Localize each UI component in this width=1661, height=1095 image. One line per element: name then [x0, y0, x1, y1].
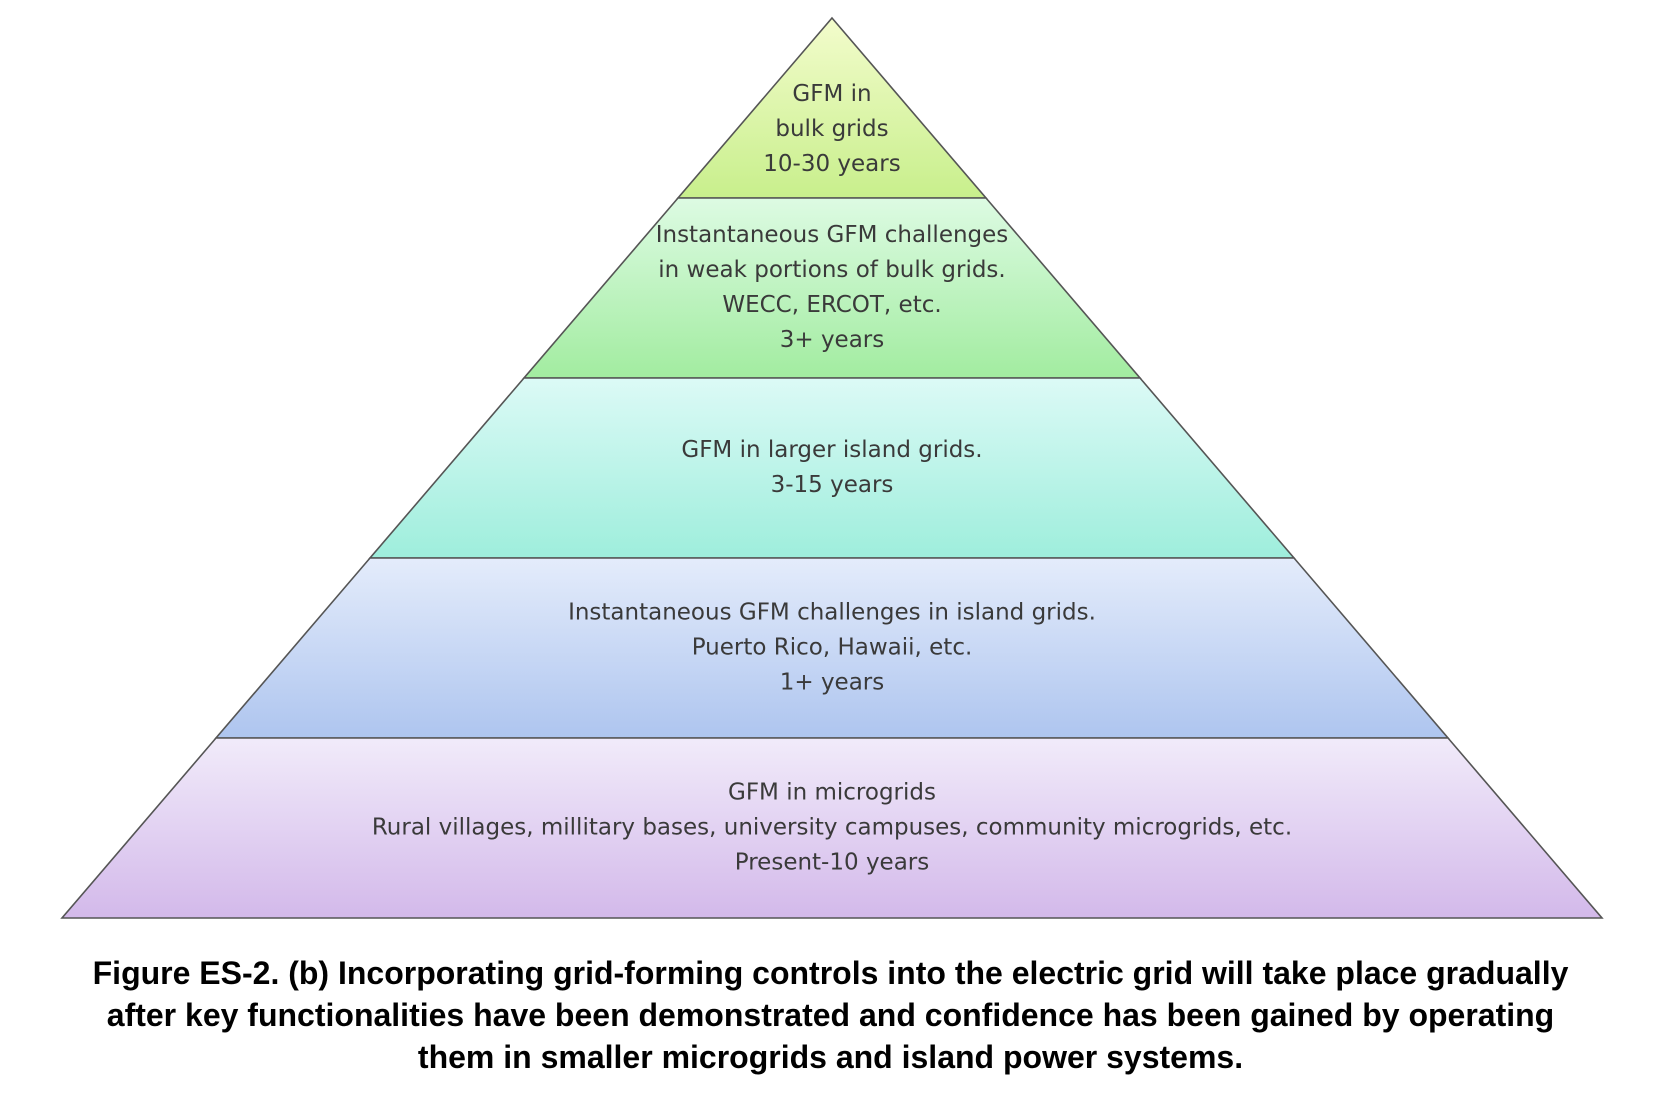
tier-microgrids-text-1: GFM in microgrids — [728, 780, 936, 806]
tier-bulk-grids-text-2: bulk grids — [775, 116, 888, 142]
tier-island-grids-text-2: Puerto Rico, Hawaii, etc. — [692, 635, 973, 661]
tier-larger-island-grids-text-1: GFM in larger island grids. — [681, 437, 982, 463]
caption-line-3: them in smaller microgrids and island po… — [417, 1039, 1244, 1075]
caption-line-1: Figure ES-2. (b) Incorporating grid-form… — [92, 955, 1569, 991]
tier-microgrids-text-2: Rural villages, millitary bases, univers… — [372, 815, 1292, 841]
tier-larger-island-grids — [368, 377, 1296, 559]
tier-weak-bulk-grids-text-2: in weak portions of bulk grids. — [658, 257, 1005, 283]
tier-weak-bulk-grids-text-4: 3+ years — [780, 327, 885, 353]
tier-weak-bulk-grids-text-1: Instantaneous GFM challenges — [656, 222, 1009, 248]
tier-bulk-grids-text-3: 10-30 years — [763, 151, 900, 177]
tier-larger-island-grids-text-2: 3-15 years — [771, 472, 894, 498]
pyramid-tiers: GFM in bulk grids 10-30 yearsInstantaneous… — [60, 16, 1604, 919]
tier-microgrids-text-3: Present-10 years — [735, 850, 929, 876]
tier-bulk-grids-text-1: GFM in — [792, 81, 871, 107]
tier-island-grids-text-3: 1+ years — [780, 670, 885, 696]
tier-weak-bulk-grids-text-3: WECC, ERCOT, etc. — [722, 292, 941, 318]
tier-microgrids — [60, 737, 1604, 919]
pyramid-diagram: GFM in bulk grids 10-30 yearsInstantaneous… — [60, 16, 1604, 919]
tier-island-grids-text-1: Instantaneous GFM challenges in island g… — [568, 600, 1096, 626]
caption-line-2: after key functionalities have been demo… — [106, 997, 1555, 1033]
figure-caption: Figure ES-2. (b) Incorporating grid-form… — [0, 952, 1661, 1078]
